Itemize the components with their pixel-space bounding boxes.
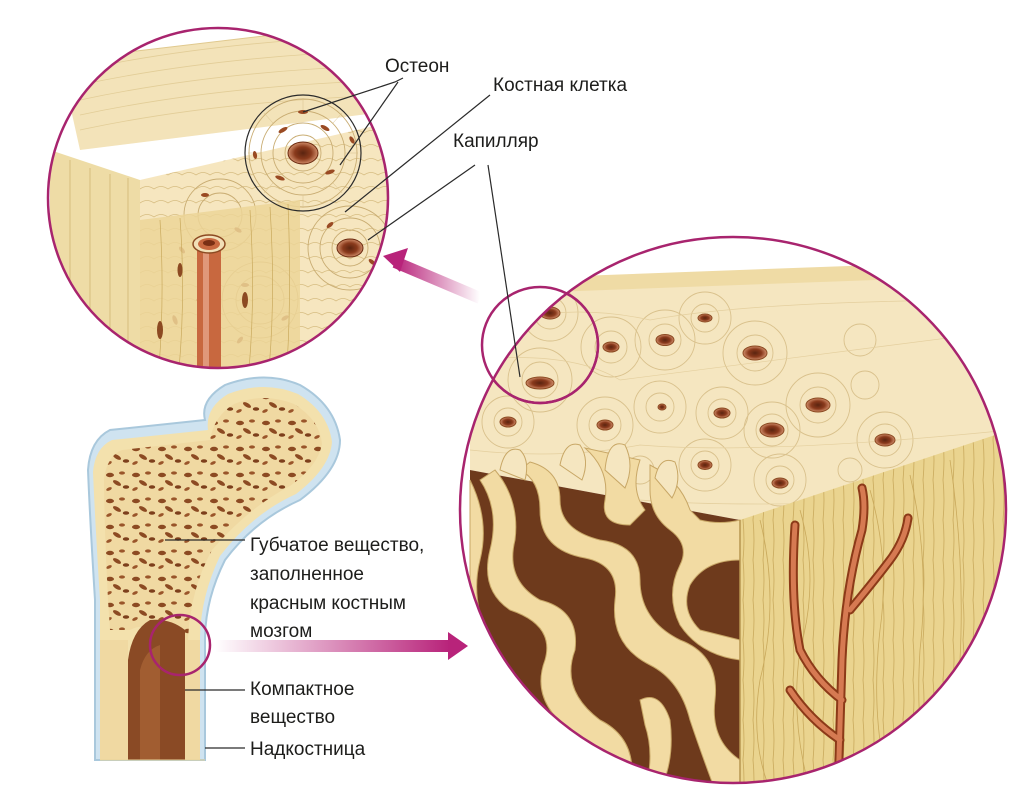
label-bone-cell: Костная клетка bbox=[493, 75, 627, 96]
label-spongy-line4: мозгом bbox=[250, 621, 312, 642]
arrow-to-bone-section-view bbox=[215, 632, 468, 660]
osteon-zoom-highlight bbox=[480, 285, 600, 405]
bone-section-view-outline bbox=[458, 235, 1008, 785]
label-spongy-line2: заполненное bbox=[250, 564, 364, 585]
label-compact-line2: вещество bbox=[250, 707, 335, 728]
label-capillary: Капилляр bbox=[453, 131, 539, 152]
label-osteon: Остеон bbox=[385, 56, 449, 77]
label-spongy-line1: Губчатое вещество, bbox=[250, 535, 424, 556]
osteon-magnified-view bbox=[48, 28, 388, 368]
leader-lines bbox=[165, 77, 521, 749]
femur-illustration bbox=[86, 376, 342, 761]
label-periosteum: Надкостница bbox=[250, 739, 366, 760]
femur-zoom-highlight bbox=[148, 613, 212, 677]
label-spongy-line3: красным костным bbox=[250, 593, 406, 614]
osteon-view-outline bbox=[46, 26, 390, 370]
arrow-to-osteon-view bbox=[383, 248, 483, 304]
label-compact-line1: Компактное bbox=[250, 679, 354, 700]
